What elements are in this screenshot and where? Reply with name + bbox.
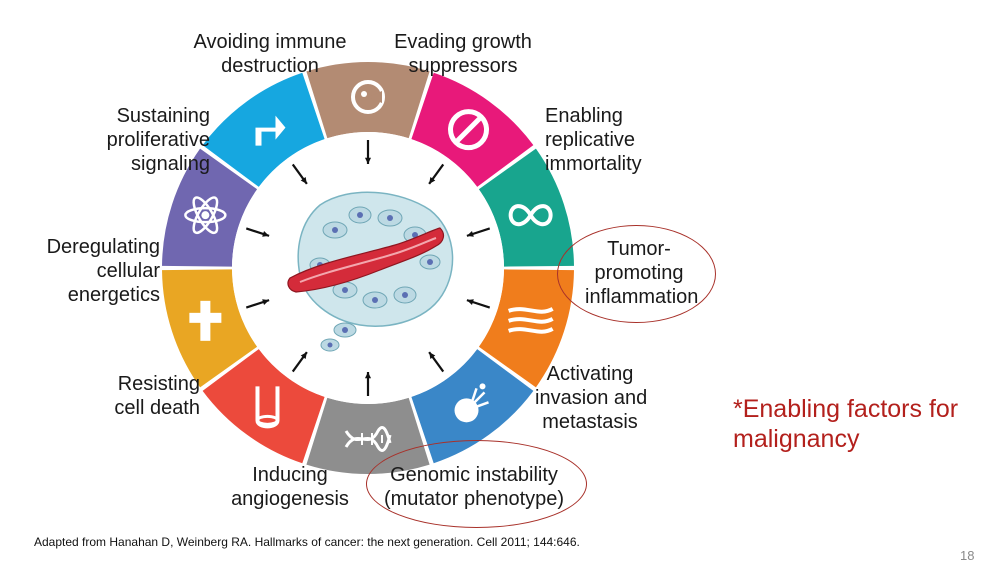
highlight-ellipse-genomic-instability bbox=[366, 440, 587, 528]
arrow-head bbox=[429, 176, 436, 184]
arrow-head bbox=[262, 231, 270, 237]
flames-icon bbox=[507, 307, 554, 334]
wheel-segment bbox=[306, 61, 430, 139]
signal-arrow-icon bbox=[255, 115, 286, 146]
metastatic-cell-icon bbox=[454, 383, 489, 423]
highlight-ellipse-inflammation bbox=[557, 225, 716, 323]
cross-icon bbox=[189, 300, 222, 341]
arrow-head bbox=[300, 352, 307, 360]
arrow-head bbox=[262, 299, 270, 305]
page-number: 18 bbox=[960, 548, 975, 563]
dna-helix-icon bbox=[344, 426, 392, 452]
arrow-head bbox=[466, 231, 474, 237]
arrow-head bbox=[364, 372, 372, 379]
infinity-icon bbox=[508, 204, 553, 227]
wheel-segment bbox=[202, 349, 325, 464]
citation: Adapted from Hanahan D, Weinberg RA. Hal… bbox=[34, 535, 580, 549]
blood-vessel-icon bbox=[255, 386, 280, 429]
arrow-head bbox=[364, 157, 372, 164]
wheel-segment bbox=[411, 72, 534, 187]
arrow-head bbox=[300, 176, 307, 184]
arrow-head bbox=[466, 299, 474, 305]
atom-icon bbox=[184, 196, 227, 235]
pacman-cell-icon bbox=[351, 80, 385, 114]
tumor-illustration bbox=[287, 191, 454, 352]
arrow-head bbox=[429, 352, 436, 360]
prohibition-icon bbox=[448, 109, 490, 151]
